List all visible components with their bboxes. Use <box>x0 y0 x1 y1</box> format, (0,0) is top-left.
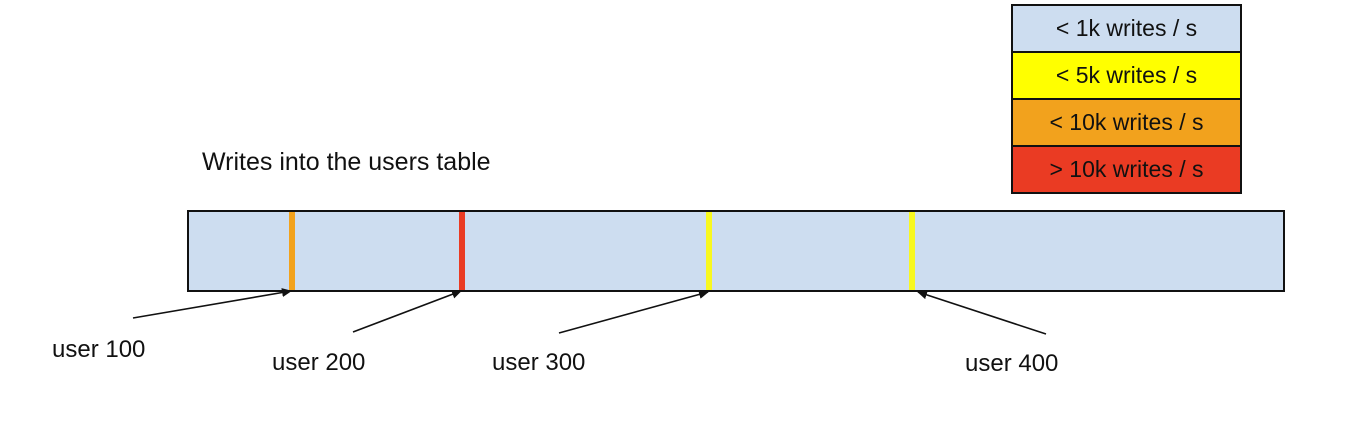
legend-item-label: < 10k writes / s <box>1049 109 1204 135</box>
marker-user-400 <box>909 212 915 290</box>
marker-user-100 <box>289 212 295 290</box>
legend-item-lt-10k: < 10k writes / s <box>1013 98 1240 145</box>
diagram-title: Writes into the users table <box>202 148 491 176</box>
legend-item-lt-5k: < 5k writes / s <box>1013 51 1240 98</box>
marker-user-200 <box>459 212 465 290</box>
marker-user-300 <box>706 212 712 290</box>
arrow-user-400 <box>917 290 1047 335</box>
legend: < 1k writes / s < 5k writes / s < 10k wr… <box>1011 4 1242 194</box>
label-user-200: user 200 <box>272 349 366 376</box>
users-table-bar <box>187 210 1285 292</box>
arrow-user-100 <box>132 288 292 319</box>
legend-item-label: < 5k writes / s <box>1055 62 1198 88</box>
label-user-300: user 300 <box>492 349 586 376</box>
label-user-100: user 100 <box>52 336 146 363</box>
legend-item-label: > 10k writes / s <box>1049 156 1204 182</box>
legend-item-lt-1k: < 1k writes / s <box>1013 6 1240 51</box>
arrow-user-200 <box>352 289 462 333</box>
label-user-400: user 400 <box>965 350 1059 377</box>
arrow-user-300 <box>558 290 709 334</box>
legend-item-label: < 1k writes / s <box>1055 15 1198 41</box>
legend-item-gt-10k: > 10k writes / s <box>1013 145 1240 192</box>
